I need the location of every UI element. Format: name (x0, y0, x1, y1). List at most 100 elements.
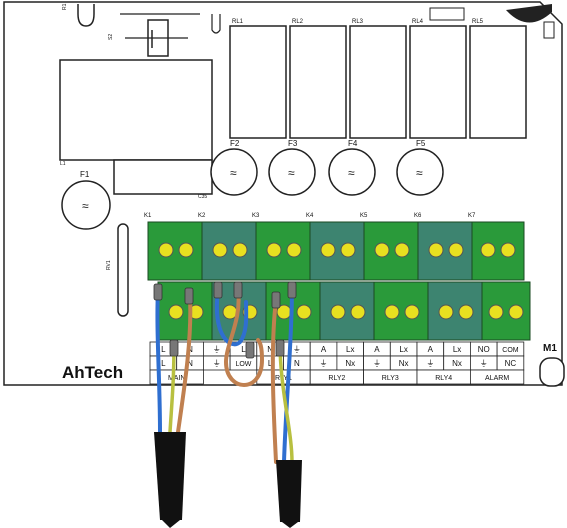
wire-blue-rly1 (282, 286, 294, 464)
capacitor-c35 (113, 159, 213, 195)
terminal-block-rly3[interactable] (373, 281, 429, 341)
screw[interactable] (384, 304, 400, 320)
fuse-mark: ≈ (82, 199, 89, 213)
group-label-box (149, 369, 204, 385)
screw[interactable] (168, 304, 184, 320)
terminal-label-lower: Nx (345, 359, 355, 368)
screw[interactable] (158, 242, 174, 258)
terminal-block-k5[interactable] (363, 221, 419, 281)
label-s2: S2 (108, 34, 114, 40)
screw[interactable] (178, 242, 194, 258)
screw[interactable] (350, 304, 366, 320)
board-id: M1 (543, 343, 557, 354)
relay-label: RL1 (232, 19, 244, 25)
ferrules (153, 281, 297, 359)
relay-rl1 (229, 25, 287, 139)
terminal-label-upper: A (428, 345, 434, 354)
terminal-block-k6[interactable] (417, 221, 473, 281)
connector-label: K6 (414, 213, 422, 219)
screw[interactable] (296, 304, 312, 320)
component-curve (77, 4, 95, 27)
screw[interactable] (508, 304, 524, 320)
ferrule (184, 287, 194, 305)
cable-main-tip (162, 520, 180, 528)
terminal-label-upper: N (267, 345, 273, 354)
screw[interactable] (320, 242, 336, 258)
screw[interactable] (340, 242, 356, 258)
varistor-rv1 (117, 223, 129, 317)
screw[interactable] (438, 304, 454, 320)
terminal-block-k7[interactable] (471, 221, 525, 281)
ferrule (153, 283, 163, 301)
relays: RL1 RL2 RL3 RL4 RL5 (229, 19, 527, 139)
jumper-brown (223, 288, 265, 387)
fuse-f2 (210, 148, 258, 196)
terminal-block-k4[interactable] (309, 221, 365, 281)
fuse-mark: ≈ (416, 166, 423, 180)
fuses: F1 F2 F3 F4 F5 ≈ ≈ ≈ ≈ ≈ (61, 139, 444, 230)
screw[interactable] (394, 242, 410, 258)
screw[interactable] (404, 304, 420, 320)
group-label: RLY3 (382, 375, 399, 382)
terminal-label-upper: A (321, 345, 327, 354)
terminal-label-lower: NC (505, 359, 517, 368)
relay-rl3 (349, 25, 407, 139)
connector-label: K2 (198, 213, 206, 219)
terminal-label-upper: L (161, 345, 166, 354)
label-r1: R1 (62, 3, 68, 10)
screw[interactable] (232, 242, 248, 258)
group-label: RLY2 (328, 375, 345, 382)
fuse-label: F2 (230, 139, 240, 148)
component-clip (211, 14, 221, 34)
screw[interactable] (266, 242, 282, 258)
ferrule (245, 341, 255, 359)
fuse-f3 (268, 148, 316, 196)
screw[interactable] (330, 304, 346, 320)
screw[interactable] (448, 242, 464, 258)
screw[interactable] (374, 242, 390, 258)
cable-rly1-tip (282, 522, 298, 528)
fuse-f5 (396, 148, 444, 196)
terminal-label-upper: A (374, 345, 380, 354)
screw[interactable] (500, 242, 516, 258)
connector-label: K5 (360, 213, 368, 219)
terminal-label-upper: L (241, 345, 246, 354)
wire-brown-rly1 (270, 298, 278, 464)
fuse-label: F1 (80, 170, 90, 179)
screw[interactable] (488, 304, 504, 320)
terminal-label-upper: Lx (346, 345, 354, 354)
terminal-block-k3[interactable] (255, 221, 311, 281)
ferrule (271, 291, 281, 309)
fuse-label: F3 (288, 139, 298, 148)
buzzer-arc (506, 4, 552, 23)
upper-screws (158, 242, 516, 258)
fuse-mark: ≈ (348, 166, 355, 180)
screw[interactable] (480, 242, 496, 258)
fuse-f4 (328, 148, 376, 196)
terminal-block-k1[interactable] (147, 221, 203, 281)
fuse-label: F5 (416, 139, 426, 148)
relay-rl5 (469, 25, 527, 139)
screw[interactable] (428, 242, 444, 258)
terminal-block-rly2[interactable] (319, 281, 375, 341)
terminal-label-lower: ⏚ (320, 359, 328, 368)
fuse-mark: ≈ (230, 166, 237, 180)
ferrule (233, 281, 243, 299)
screw[interactable] (458, 304, 474, 320)
terminal-label-lower: ⏚ (426, 359, 434, 368)
relay-label: RL3 (352, 19, 364, 25)
terminal-block-rly4[interactable] (427, 281, 483, 341)
relay-label: RL2 (292, 19, 304, 25)
brand-logo: AhTech (62, 363, 123, 382)
screw[interactable] (212, 242, 228, 258)
terminal-label-lower: LOW (235, 361, 251, 368)
upper-terminal-blocks (147, 221, 525, 281)
connector-label: K4 (306, 213, 314, 219)
terminal-label-lower: Nx (452, 359, 462, 368)
relay-label: RL4 (412, 19, 424, 25)
screw[interactable] (286, 242, 302, 258)
terminal-label-upper: Lx (399, 345, 407, 354)
terminal-block-k2[interactable] (201, 221, 257, 281)
cable-rly1 (276, 460, 302, 522)
